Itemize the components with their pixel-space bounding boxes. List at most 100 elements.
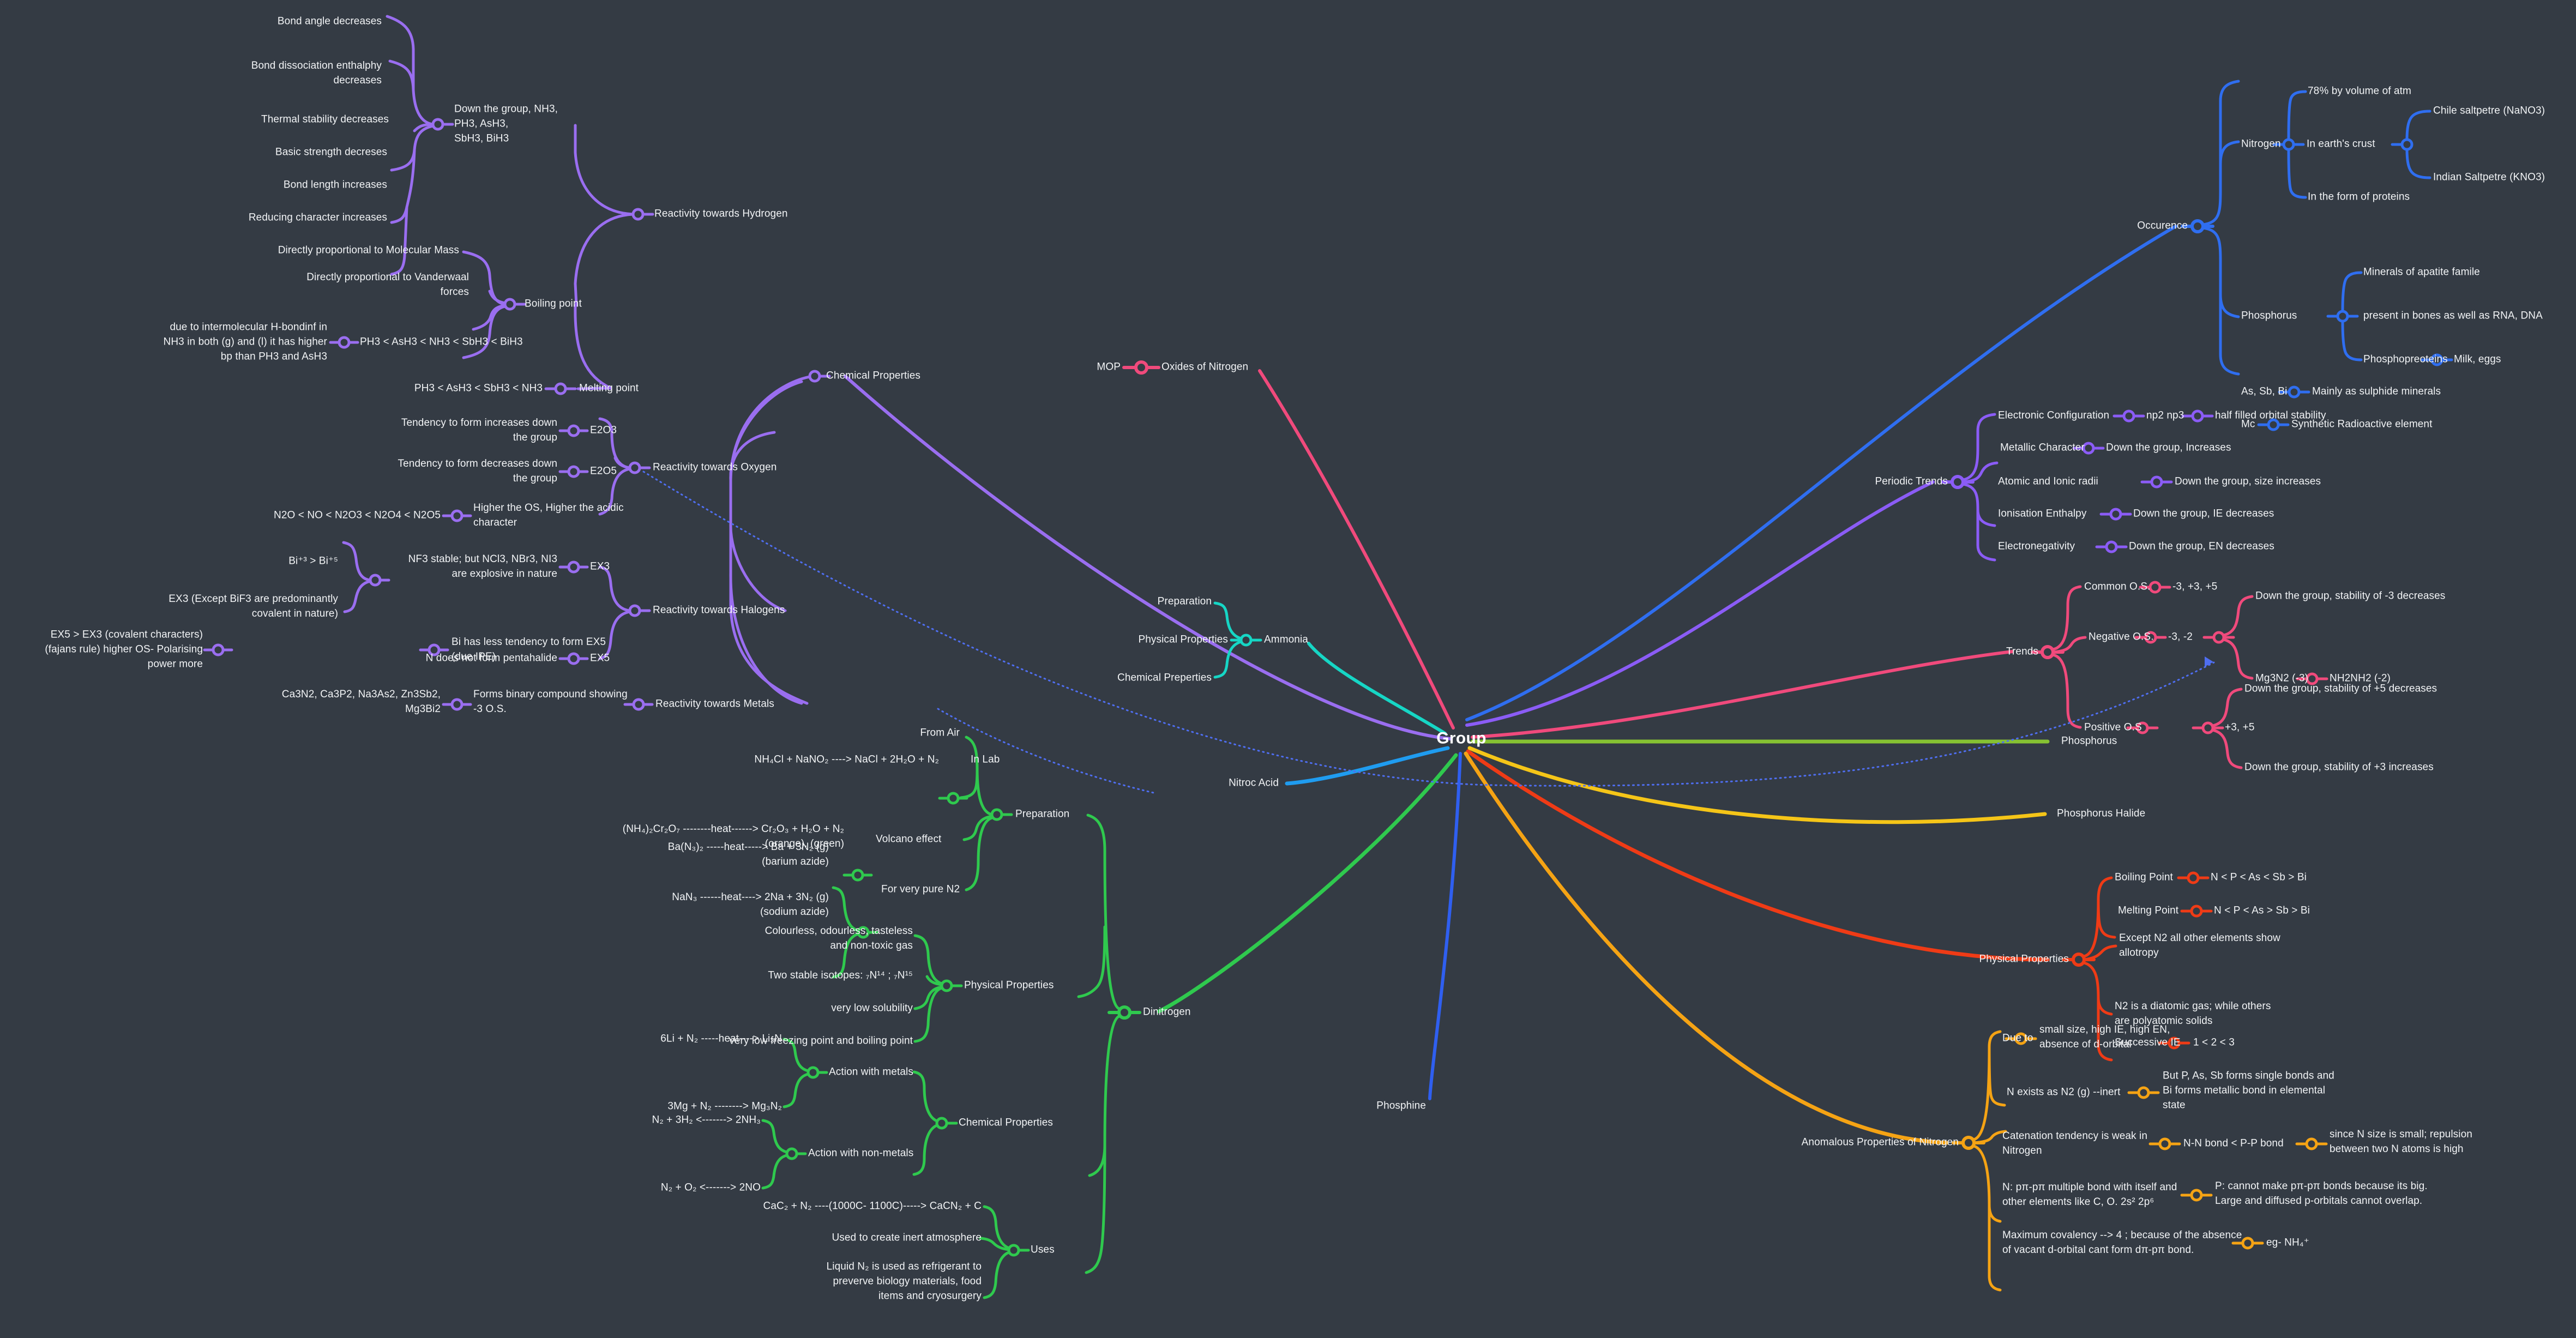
node-cacn2-equation[interactable]: CaC₂ + N₂ ----(1000C- 1100C)-----> CaCN₂… [763,1200,982,1212]
node-ammonia[interactable]: Ammonia [1264,634,1308,646]
node-p-cannot-ppi[interactable]: P: cannot make pπ-pπ bonds because its b… [2215,1180,2428,1207]
node-negative-os-value[interactable]: -3, -2 [2168,631,2193,643]
node-reactivity-towards-oxygen[interactable]: Reactivity towards Oxygen [653,461,777,473]
node-prep-pure-n2[interactable]: For very pure N2 [881,883,960,895]
node-ammonia-preparation[interactable]: Preparation [1157,595,1212,607]
node-oxide-acidity-order[interactable]: N2O < NO < N2O3 < N2O4 < N2O5 [274,509,441,521]
node-ionisation-enthalpy[interactable]: Ionisation Enthalpy [1998,508,2087,520]
node-ammonia-physical-properties[interactable]: Physical Properties [1138,634,1228,646]
node-prep-from-air[interactable]: From Air [920,727,960,739]
node-78-percent-atm[interactable]: 78% by volume of atm [2308,85,2411,97]
node-oxides-of-nitrogen[interactable]: Oxides of Nitrogen [1161,361,1249,373]
node-anomalous-due-to[interactable]: Due to [2002,1032,2033,1044]
node-pp-boiling-point-value[interactable]: N < P < As < Sb > Bi [2211,871,2307,883]
node-negative-os[interactable]: Negative O.S. [2089,631,2154,643]
node-action-with-metals[interactable]: Action with metals [829,1066,913,1078]
node-sodium-azide-equation[interactable]: NaN₃ ------heat----> 2Na + 3N₂ (g) (sodi… [672,891,829,918]
node-ex3-covalent[interactable]: EX3 (Except BiF3 are predominantly coval… [168,593,338,619]
node-successive-ie-value[interactable]: 1 < 2 < 3 [2193,1036,2235,1048]
node-thermal-stability[interactable]: Thermal stability decreases [261,113,389,125]
node-e2o3-note[interactable]: Tendency to form increases down the grou… [401,417,557,443]
node-n2-inert[interactable]: N exists as N2 (g) --inert [2007,1086,2121,1098]
node-synthetic-radioactive[interactable]: Synthetic Radioactive element [2291,418,2433,430]
node-liquid-n2-refrigerant[interactable]: Liquid N₂ is used as refrigerant to prev… [826,1261,982,1302]
node-bp-order[interactable]: PH3 < AsH3 < NH3 < SbH3 < BiH3 [360,336,523,348]
node-mg3n2-equation[interactable]: 3Mg + N₂ --------> Mg₃N₂ [667,1100,782,1112]
node-atomic-ionic-radii[interactable]: Atomic and Ionic radii [1998,475,2098,487]
node-dinitrogen-preparation[interactable]: Preparation [1015,808,1070,820]
node-prep-volcano-effect[interactable]: Volcano effect [876,833,942,845]
node-electronegativity-value[interactable]: Down the group, EN decreases [2129,540,2274,552]
node-pp-melting-point-value[interactable]: N < P < As > Sb > Bi [2214,905,2310,917]
node-indian-saltpetre[interactable]: Indian Saltpetre (KNO3) [2433,171,2545,183]
node-reactivity-towards-halogens[interactable]: Reactivity towards Halogens [653,604,785,616]
node-successive-ie[interactable]: Successive IE [2115,1036,2181,1048]
node-phosphine[interactable]: Phosphine [1376,1100,1426,1112]
node-prep-in-lab[interactable]: In Lab [971,754,1000,766]
node-bp-vanderwaal[interactable]: Directly proportional to Vanderwaal forc… [306,272,469,298]
node-electronegativity[interactable]: Electronegativity [1998,540,2075,552]
node-n-repulsion[interactable]: since N size is small; repulsion between… [2330,1129,2472,1155]
node-half-filled-stability[interactable]: half filled orbital stability [2215,409,2326,421]
node-nh4-example[interactable]: eg- NH₄⁺ [2266,1237,2309,1249]
node-action-with-non-metals[interactable]: Action with non-metals [808,1147,914,1159]
node-ex3-note[interactable]: NF3 stable; but NCl3, NBr3, NI3 are expl… [408,553,557,580]
node-low-freezing-boiling[interactable]: very low freezing point and boiling poin… [729,1035,913,1047]
node-trends[interactable]: Trends [2006,646,2038,658]
node-maximum-covalency[interactable]: Maximum covalency --> 4 ; because of the… [2002,1229,2242,1256]
node-reactivity-towards-metals[interactable]: Reactivity towards Metals [655,698,774,710]
root-node[interactable]: Group [1436,729,1486,748]
node-occurence[interactable]: Occurence [2137,220,2188,232]
node-mc[interactable]: Mc [2241,418,2255,430]
node-anomalous-properties[interactable]: Anomalous Properties of Nitrogen [1801,1136,1959,1148]
node-ammonia-chemical-properties[interactable]: Chemical Preperties [1117,672,1212,684]
node-earths-crust[interactable]: In earth's crust [2307,138,2375,150]
node-common-os[interactable]: Common O.S. [2084,581,2151,593]
node-nh3-equation[interactable]: N₂ + 3H₂ <-------> 2NH₃ [652,1114,761,1126]
node-phosphorus-halide[interactable]: Phosphorus Halide [2057,807,2146,819]
node-e2o3[interactable]: E2O3 [590,424,617,436]
node-occurence-nitrogen[interactable]: Nitrogen [2241,138,2281,150]
node-ex5-note[interactable]: N does not form pentahalide [425,652,557,664]
node-inert-atmosphere[interactable]: Used to create inert atmosphere [832,1232,982,1244]
node-dinitrogen-physical-properties[interactable]: Physical Properties [964,979,1054,991]
node-ex5[interactable]: EX5 [590,652,610,664]
node-atomic-radii-value[interactable]: Down the group, size increases [2175,475,2321,487]
node-phosphorus[interactable]: Phosphorus [2061,735,2117,747]
node-mg3n2[interactable]: Mg3N2 (-3) [2255,672,2309,684]
node-milk-eggs[interactable]: Milk, eggs [2454,353,2501,365]
node-reducing-character[interactable]: Reducing character increases [248,212,387,224]
node-sulphide-minerals[interactable]: Mainly as sulphide minerals [2312,385,2441,397]
node-reactivity-towards-hydrogen[interactable]: Reactivity towards Hydrogen [654,208,788,220]
node-dinitrogen[interactable]: Dinitrogen [1143,1006,1191,1018]
node-no-equation[interactable]: N₂ + O₂ <-------> 2NO [660,1182,761,1194]
node-phosphoproteins[interactable]: Phosphopreoteins [2363,353,2448,365]
node-chile-saltpetre[interactable]: Chile saltpetre (NaNO3) [2433,105,2545,117]
node-dinitrogen-uses[interactable]: Uses [1031,1244,1055,1256]
node-pp-boiling-point[interactable]: Boiling Point [2115,871,2173,883]
node-bp-molecular-mass[interactable]: Directly proportional to Molecular Mass [278,244,459,256]
node-nitroc-acid[interactable]: Nitroc Acid [1229,777,1279,789]
node-prep-volcano-equation[interactable]: (NH₄)₂Cr₂O₇ --------heat------> Cr₂O₃ + … [622,823,844,849]
node-physical-properties[interactable]: Physical Properties [1979,953,2069,965]
node-colourless-gas[interactable]: Colourless, odourless, tasteless and non… [765,925,913,951]
node-bi-oxidation-order[interactable]: Bi⁺³ > Bi⁺⁵ [288,555,338,567]
node-np2-np3[interactable]: np2 np3 [2146,409,2184,421]
node-e2o5[interactable]: E2O5 [590,465,617,477]
node-basic-strength[interactable]: Basic strength decreses [275,146,387,158]
node-pp-melting-point[interactable]: Melting Point [2118,905,2179,917]
node-ionisation-enthalpy-value[interactable]: Down the group, IE decreases [2133,508,2274,520]
node-common-os-value[interactable]: -3, +3, +5 [2172,581,2218,593]
node-neg3-stability[interactable]: Down the group, stability of -3 decrease… [2255,590,2446,602]
node-bones-rna-dna[interactable]: present in bones as well as RNA, DNA [2363,310,2543,322]
node-low-solubility[interactable]: very low solubility [831,1002,913,1014]
node-pos3-stability[interactable]: Down the group, stability of +3 increase… [2244,761,2434,773]
node-diatomic-gas[interactable]: N2 is a diatomic gas; while others are p… [2115,1001,2271,1027]
node-boiling-point[interactable]: Boiling point [525,298,582,310]
node-nitride-examples[interactable]: Ca3N2, Ca3P2, Na3As2, Zn3Sb2, Mg3Bi2 [281,689,441,715]
node-bi-less-tendency[interactable]: Bi has less tendency to form EX5 (due IP… [452,636,606,662]
node-fajans-rule[interactable]: EX5 > EX3 (covalent characters) (fajans … [45,629,203,670]
node-down-the-group[interactable]: Down the group, NH3, PH3, AsH3, SbH3, Bi… [454,103,558,144]
node-bond-dissociation[interactable]: Bond dissociation enthalphy decreases [251,60,382,86]
node-apatite-minerals[interactable]: Minerals of apatite famile [2363,266,2480,278]
